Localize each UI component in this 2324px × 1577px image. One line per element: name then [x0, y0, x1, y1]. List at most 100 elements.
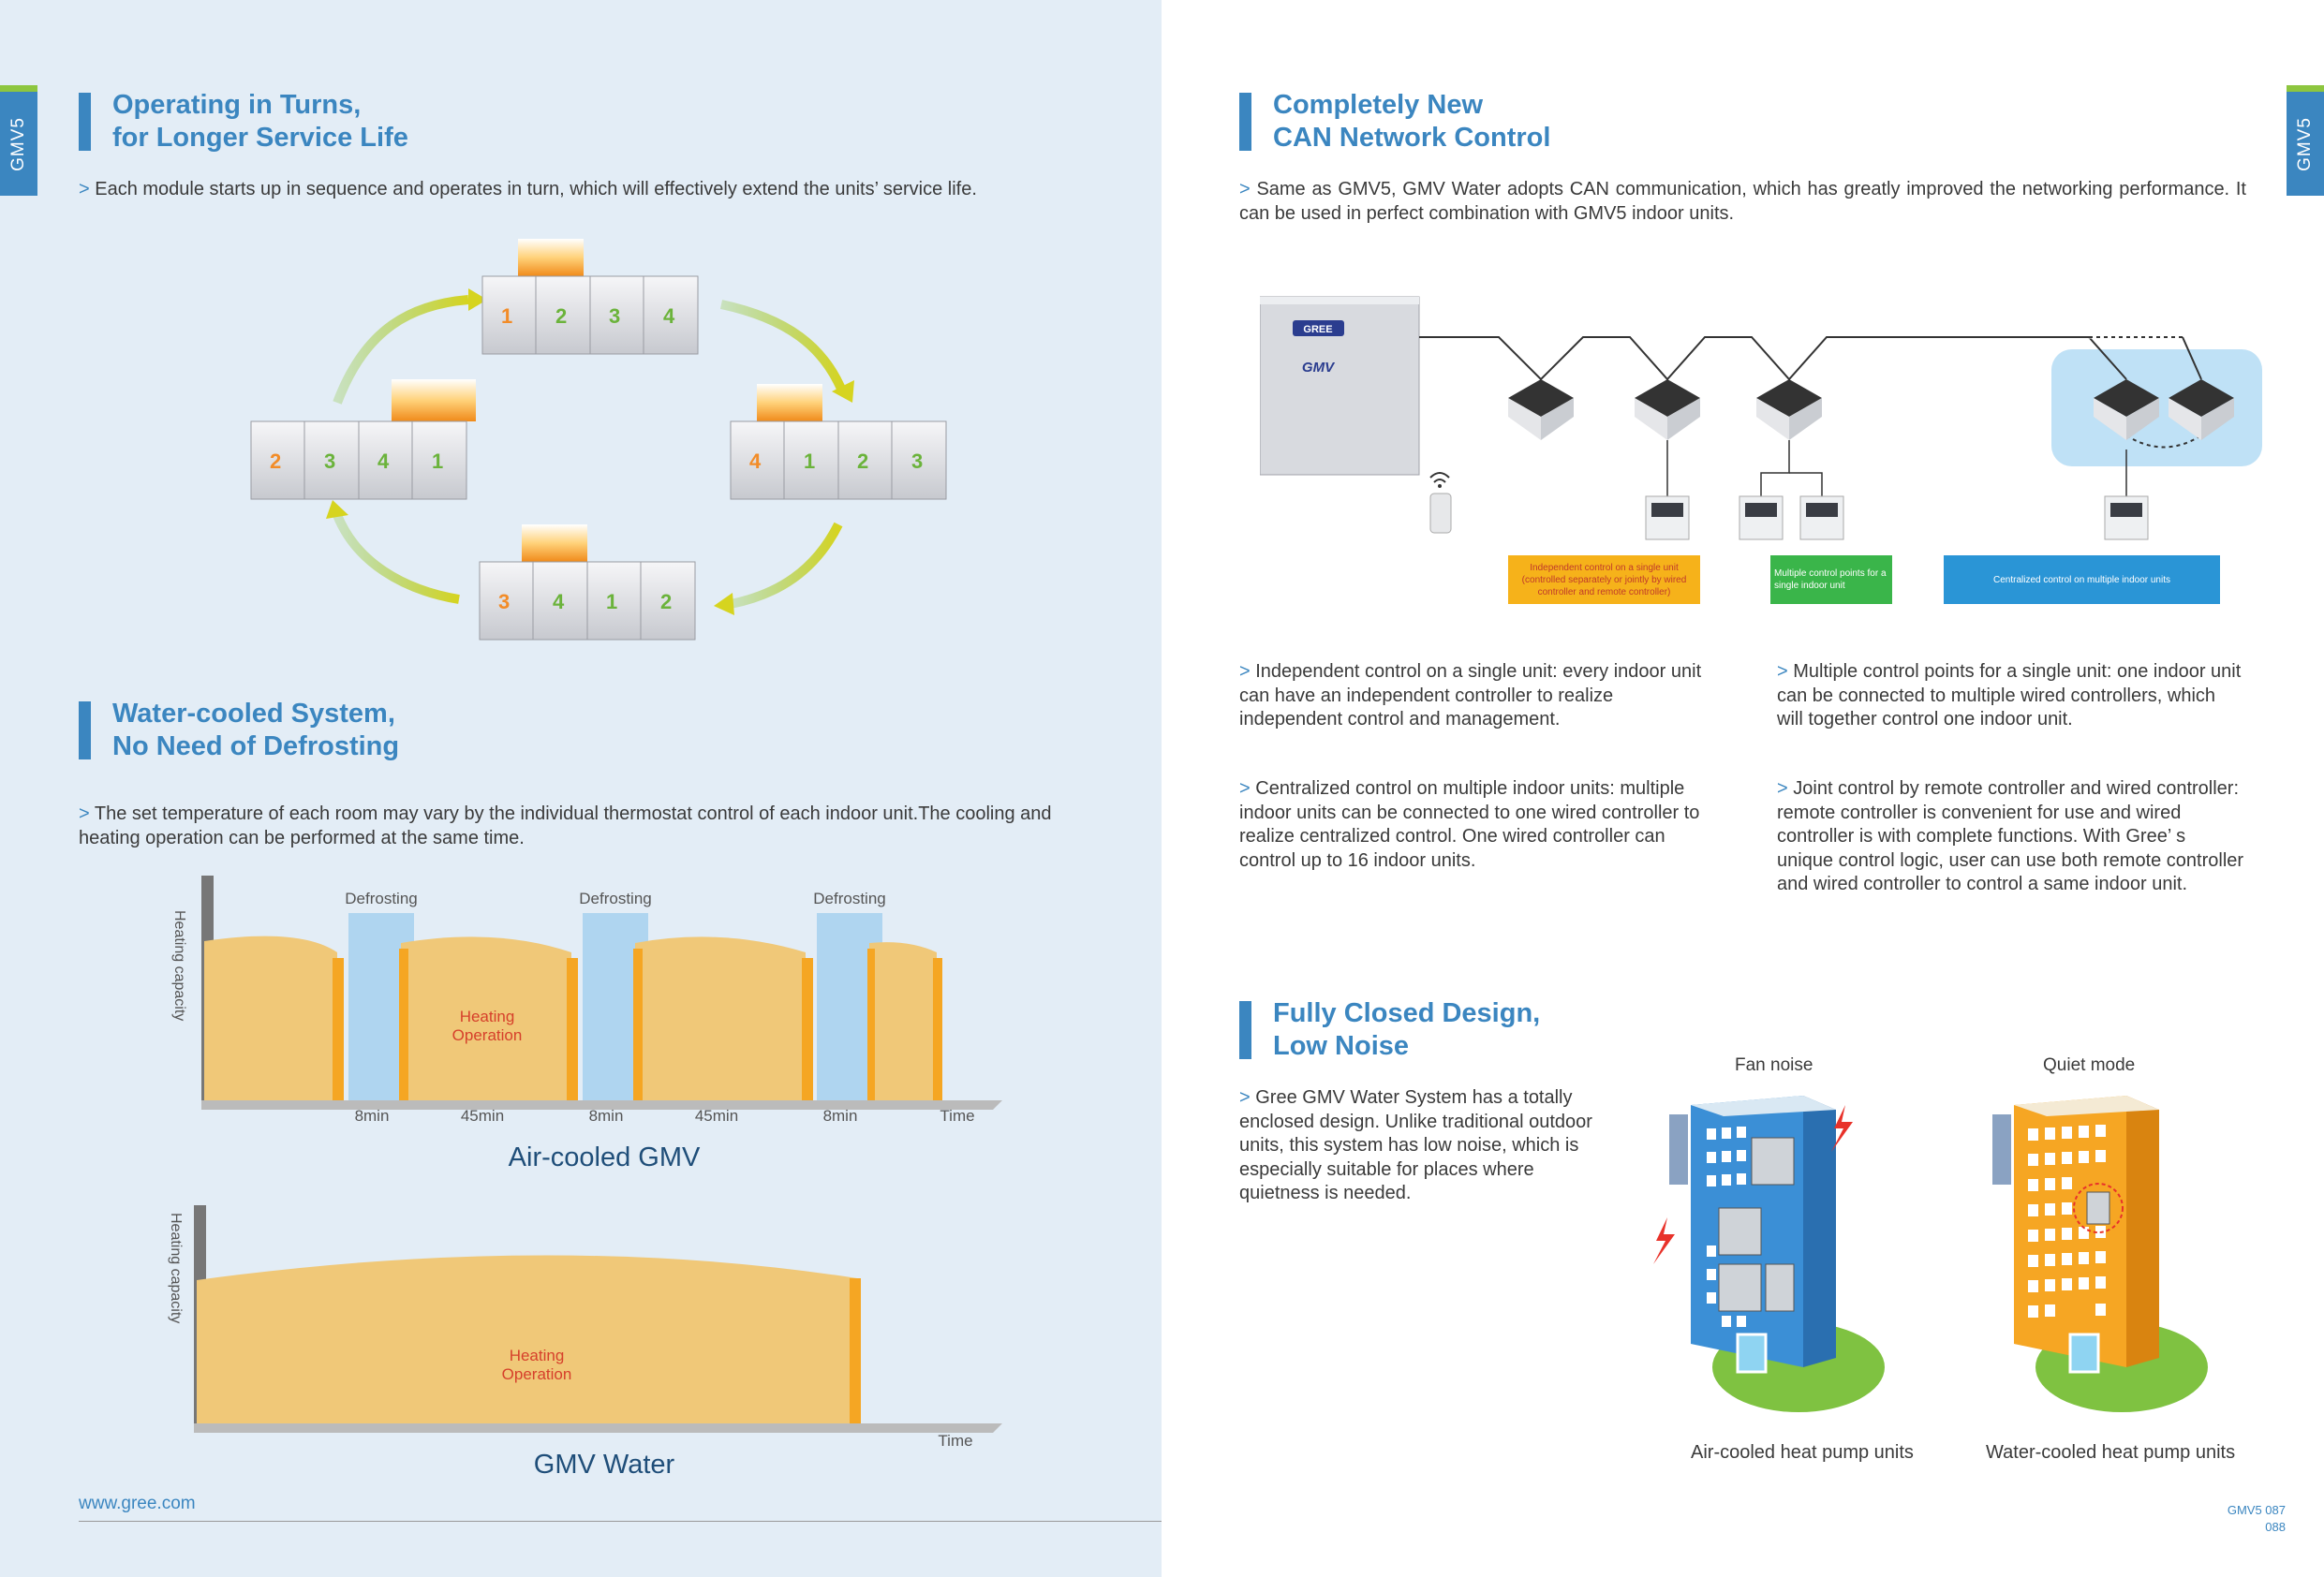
feature-joint: > Joint control by remote controller and… — [1777, 778, 2244, 894]
module-number: 4 — [749, 450, 762, 473]
feature-independent: > Independent control on a single unit: … — [1239, 661, 1702, 730]
left-page: GMV5 Operating in Turns, for Longer Serv… — [0, 0, 1162, 1577]
indoor-cassette-5 — [2169, 379, 2234, 440]
body-text: Each module starts up in sequence and op… — [95, 179, 977, 199]
indoor-cassette-3 — [1756, 379, 1822, 440]
water-cooled-building-icon — [1992, 1096, 2208, 1412]
footer-url: www.gree.com — [79, 1494, 196, 1513]
side-tab-label: GMV5 — [2295, 116, 2315, 171]
air-cooled-building-icon — [1653, 1096, 1885, 1412]
heading-line-1: Water-cooled System, — [112, 699, 395, 729]
module-number: 4 — [553, 590, 565, 613]
section-heading-operating: Operating in Turns, for Longer Service L… — [79, 89, 408, 155]
module-number: 3 — [498, 590, 510, 613]
x-axis — [201, 1100, 1002, 1110]
module-number: 4 — [377, 450, 390, 473]
page-number-label: 088 — [2265, 1520, 2286, 1534]
module-group-top: 1 2 3 4 — [481, 239, 699, 355]
module-number: 1 — [501, 304, 512, 328]
module-number: 3 — [911, 450, 923, 473]
module-number: 3 — [324, 450, 335, 473]
tick-label: 8min — [355, 1107, 390, 1125]
y-axis-label: Heating capacity — [171, 910, 187, 1021]
heating-segment — [204, 936, 337, 1100]
model-badge: GMV — [1302, 360, 1336, 376]
heading-line-2: CAN Network Control — [1273, 123, 1551, 153]
defrost-label: Defrosting — [579, 890, 651, 907]
heating-area — [197, 1255, 857, 1423]
can-bus-line — [1419, 336, 2127, 381]
feature-centralized: > Centralized control on multiple indoor… — [1239, 778, 1700, 871]
module-number: 4 — [663, 304, 675, 328]
heading-bar — [79, 701, 91, 759]
wifi-icon — [1429, 472, 1450, 479]
module-number: 2 — [555, 304, 567, 328]
heading-bar — [1239, 93, 1251, 151]
body-text: The set temperature of each room may var… — [79, 803, 1052, 848]
x-axis — [194, 1423, 1002, 1433]
feature-multiple: > Multiple control points for a single u… — [1777, 661, 2242, 730]
outdoor-unit: GREE GMV — [1260, 296, 1420, 476]
side-tab-label: GMV5 — [8, 116, 28, 171]
module-number: 2 — [660, 590, 672, 613]
chart-caption-gmv-water: GMV Water — [533, 1450, 675, 1480]
heading-bar — [1239, 1001, 1251, 1059]
chart-caption-air-cooled: Air-cooled GMV — [508, 1142, 701, 1172]
caption-air-cooled: Air-cooled heat pump units — [1691, 1442, 1914, 1463]
heating-segment — [635, 936, 806, 1100]
section-body-can: > Same as GMV5, GMV Water adopts CAN com… — [1239, 179, 2246, 224]
side-tab-left: GMV5 — [0, 85, 37, 196]
caption-water-cooled: Water-cooled heat pump units — [1986, 1442, 2236, 1463]
section-heading-can: Completely New CAN Network Control — [1239, 89, 1550, 155]
tick-label: 45min — [461, 1107, 504, 1125]
module-number: 3 — [609, 304, 620, 328]
remote-controller-icon — [1429, 493, 1452, 534]
arrow-top-right — [719, 300, 848, 395]
section-body-operating: > Each module starts up in sequence and … — [79, 179, 977, 199]
feature-text: Joint control by remote controller and w… — [1777, 778, 2244, 894]
label-fan-noise: Fan noise — [1735, 1055, 1813, 1075]
heating-label: Operation — [452, 1026, 523, 1044]
wired-controller-icon — [1739, 495, 1784, 540]
indoor-cassette-1 — [1508, 379, 1574, 440]
building-illustrations — [1653, 1096, 2208, 1412]
heating-label: Operation — [502, 1365, 572, 1383]
defrost-label: Defrosting — [345, 890, 417, 907]
air-cooled-chart: Defrosting Defrosting Defrosting Heating… — [171, 876, 1002, 1125]
arrow-bottom-left — [333, 513, 460, 604]
tick-label: 8min — [823, 1107, 858, 1125]
heating-label: Heating — [460, 1008, 515, 1025]
tick-label: 45min — [695, 1107, 738, 1125]
arrow-bottom-right — [730, 522, 843, 609]
y-axis-label: Heating capacity — [168, 1213, 184, 1323]
label-box-independent: Independent control on a single unit (co… — [1508, 555, 1700, 604]
module-group-left: 2 3 4 1 — [250, 379, 476, 500]
wired-controller-icon — [2104, 495, 2149, 540]
wired-controller-icon — [1645, 495, 1690, 540]
heading-line-1: Completely New — [1273, 90, 1483, 120]
module-number: 2 — [857, 450, 868, 473]
feature-text: Centralized control on multiple indoor u… — [1239, 778, 1700, 871]
feature-text: Multiple control points for a single uni… — [1777, 661, 2242, 730]
heading-line-2: Low Noise — [1273, 1031, 1410, 1061]
x-axis-label: Time — [938, 1432, 972, 1450]
wired-controller-icon — [1799, 495, 1844, 540]
module-group-bottom: 3 4 1 2 — [479, 524, 696, 641]
heading-line-2: No Need of Defrosting — [112, 731, 400, 761]
label-quiet-mode: Quiet mode — [2043, 1055, 2136, 1075]
tick-label: 8min — [589, 1107, 624, 1125]
module-number: 1 — [804, 450, 815, 473]
module-number: 1 — [432, 450, 443, 473]
heating-segment — [401, 936, 571, 1100]
heading-line-1: Fully Closed Design, — [1273, 998, 1541, 1028]
page-number-label: GMV5 087 — [2227, 1503, 2286, 1517]
feature-text: Independent control on a single unit: ev… — [1239, 661, 1702, 730]
body-text: Gree GMV Water System has a totally encl… — [1239, 1087, 1592, 1203]
indoor-cassette-2 — [1635, 379, 1700, 440]
section-heading-water-cooled: Water-cooled System, No Need of Defrosti… — [79, 698, 399, 763]
heading-line-1: Operating in Turns, — [112, 90, 362, 120]
module-rotation-diagram: 1 2 3 4 4 1 2 3 3 4 1 2 — [250, 239, 947, 641]
indoor-cassette-4 — [2094, 379, 2159, 440]
module-number: 1 — [606, 590, 617, 613]
side-tab-right: GMV5 — [2287, 85, 2324, 196]
